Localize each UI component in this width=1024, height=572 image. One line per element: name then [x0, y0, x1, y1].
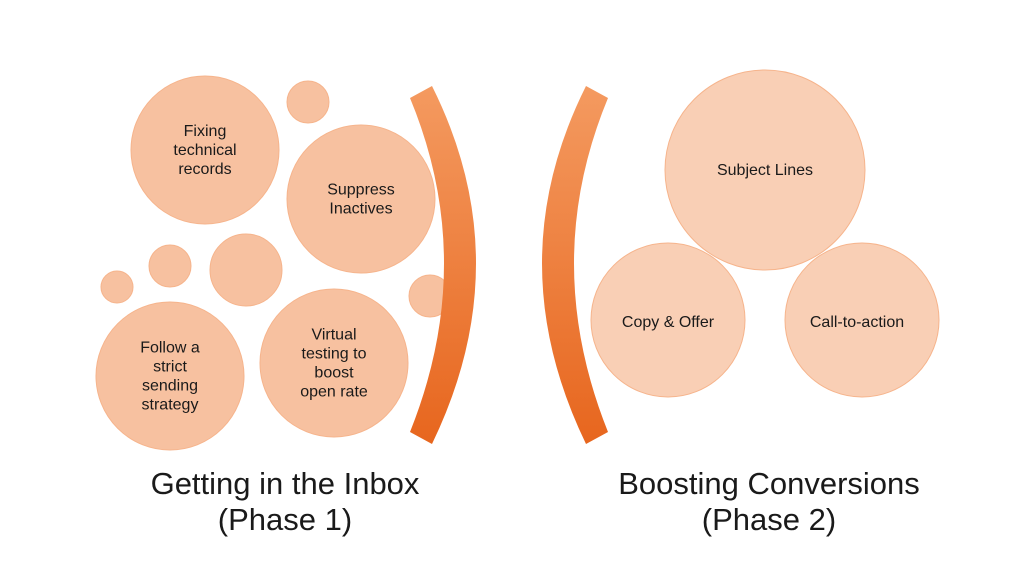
phase1-caption: Getting in the Inbox (Phase 1)	[75, 466, 495, 538]
bubble-text-line: strategy	[142, 397, 199, 414]
venn-circle-right	[784, 242, 940, 398]
bubble-text-line: Suppress	[327, 182, 395, 199]
bubble-text-line: sending	[142, 378, 198, 395]
venn-circle-top	[664, 69, 866, 271]
bubble-text-line: Follow a	[140, 340, 200, 357]
phase2-venn: Subject Lines Copy & Offer Call-to-actio…	[590, 69, 940, 398]
left-parenthesis-arc	[410, 86, 476, 444]
small-bubble	[209, 233, 283, 307]
venn-circle-left	[590, 242, 746, 398]
bubble-text-line: Virtual	[311, 327, 356, 344]
venn-label-top: Subject Lines	[717, 162, 813, 179]
phase1-caption-subtitle: (Phase 1)	[217, 502, 353, 537]
right-parenthesis-arc	[542, 86, 608, 444]
venn-label-right: Call-to-action	[810, 314, 904, 331]
phase1-caption-title: Getting in the Inbox	[150, 466, 420, 501]
bubble-virtual-testing: Virtual testing to boost open rate	[259, 288, 409, 438]
bubble-follow-strict-sending-strategy: Follow a strict sending strategy	[95, 301, 245, 451]
bubble-text-line: records	[178, 161, 231, 178]
small-bubble	[286, 80, 330, 124]
small-bubble	[148, 244, 192, 288]
bubble-text-line: Fixing	[184, 123, 227, 140]
bubble-text: Follow a strict sending strategy	[140, 340, 200, 414]
bubble-text-line: Inactives	[329, 201, 392, 218]
bubble-text-line: technical	[173, 142, 236, 159]
bubble-text: Fixing technical records	[173, 123, 236, 178]
phase2-caption: Boosting Conversions (Phase 2)	[559, 466, 979, 538]
bubble-text-line: boost	[314, 365, 354, 382]
phase2-caption-subtitle: (Phase 2)	[701, 502, 837, 537]
bubble-text-line: strict	[153, 359, 187, 376]
phase2-caption-title: Boosting Conversions	[618, 466, 920, 501]
small-bubble	[100, 270, 134, 304]
bubble-fixing-technical-records: Fixing technical records	[130, 75, 280, 225]
venn-label-left: Copy & Offer	[622, 314, 715, 331]
bubble-text-line: open rate	[300, 384, 368, 401]
bubble-text-line: testing to	[302, 346, 367, 363]
bubble-text: Virtual testing to boost open rate	[300, 327, 368, 401]
